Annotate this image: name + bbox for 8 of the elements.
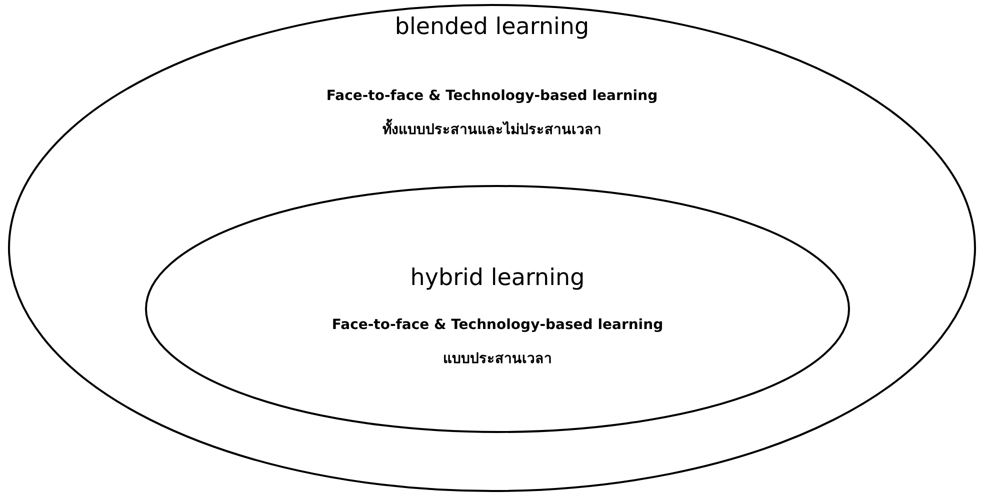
- ellipse-title: hybrid learning: [409, 265, 586, 291]
- ellipse-description: Face-to-face & Technology-based learning: [330, 317, 664, 333]
- ellipse-node: [8, 4, 976, 492]
- ellipse-description: ทั้งแบบประสานและไม่ประสานเวลา: [8, 118, 976, 140]
- ellipse-node: [145, 185, 850, 433]
- ellipse-title: blended learning: [394, 14, 590, 40]
- ellipse-description: Face-to-face & Technology-based learning: [325, 88, 659, 104]
- ellipse-description: แบบประสานเวลา: [442, 350, 553, 369]
